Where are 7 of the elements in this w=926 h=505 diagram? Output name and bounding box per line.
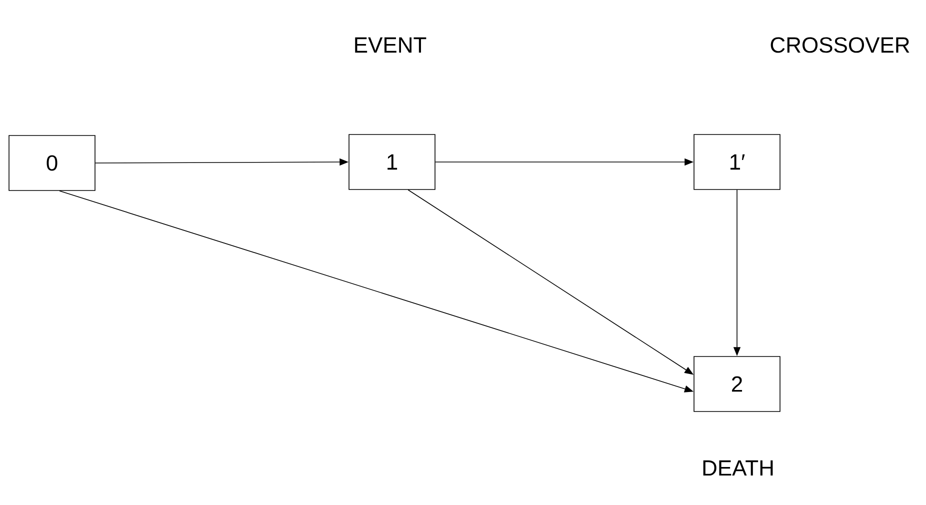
state-box: 2 bbox=[694, 356, 780, 412]
state-box: 1′ bbox=[694, 134, 780, 190]
state-label: DEATH bbox=[703, 460, 773, 476]
state-box: 1 bbox=[348, 134, 436, 190]
state-label: EVENT bbox=[355, 37, 426, 53]
state-label: CROSSOVER bbox=[770, 37, 910, 53]
state-box: 0 bbox=[8, 135, 96, 191]
